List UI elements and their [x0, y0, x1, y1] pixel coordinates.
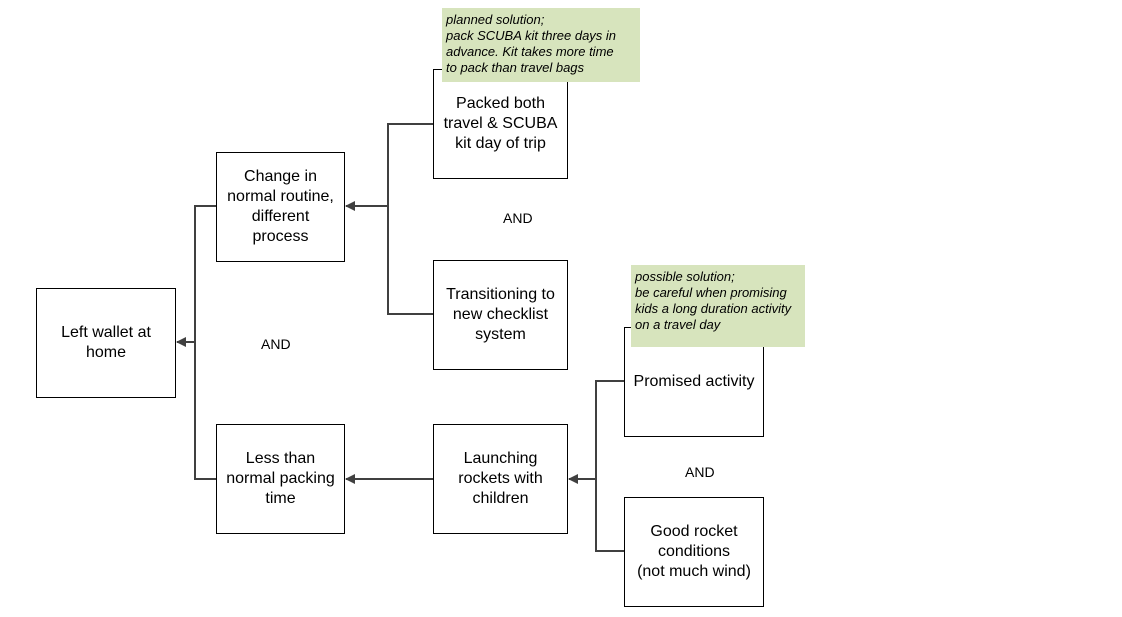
connector-promised-to-launching [595, 380, 624, 479]
note-planned-solution: planned solution; pack SCUBA kit three d… [442, 8, 640, 82]
node-launching: Launching rockets with children [433, 424, 568, 534]
node-change-routine: Change in normal routine, different proc… [216, 152, 345, 262]
connector-conditions-to-launching [595, 479, 624, 552]
connector-change-to-root [194, 205, 216, 342]
and-gate-label-main: AND [261, 336, 291, 352]
node-good-conditions: Good rocket conditions (not much wind) [624, 497, 764, 607]
connector-packed-to-change [387, 123, 433, 206]
node-transitioning: Transitioning to new checklist system [433, 260, 568, 370]
connector-lesstime-to-root [194, 342, 216, 480]
and-gate-label-bottom: AND [685, 464, 715, 480]
connector-transition-to-change [387, 206, 433, 315]
note-possible-solution: possible solution; be careful when promi… [631, 265, 805, 347]
and-gate-label-top: AND [503, 210, 533, 226]
node-left-wallet: Left wallet at home [36, 288, 176, 398]
node-packed-both: Packed both travel & SCUBA kit day of tr… [433, 69, 568, 179]
node-less-time: Less than normal packing time [216, 424, 345, 534]
